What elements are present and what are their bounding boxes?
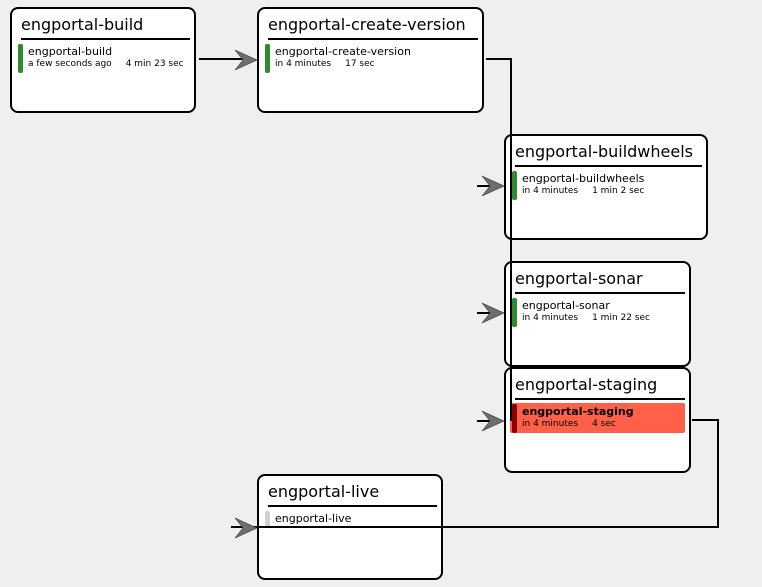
job-name[interactable]: engportal-build [28, 45, 113, 58]
job-meta: in 4 minutes 1 min 22 sec [522, 312, 681, 325]
job-meta: in 4 minutes 1 min 2 sec [522, 185, 698, 198]
job-when: in 4 minutes [522, 186, 579, 196]
stage-engportal-sonar[interactable]: engportal-sonar engportal-sonar in 4 min… [504, 261, 691, 367]
arrow-into-sonar [481, 302, 505, 324]
stage-engportal-staging[interactable]: engportal-staging engportal-staging in 4… [504, 367, 691, 473]
stage-title: engportal-build [21, 15, 190, 40]
job-engportal-build[interactable]: engportal-build a few seconds ago 4 min 2… [16, 43, 190, 73]
arrow-into-create-version [234, 49, 258, 71]
job-name[interactable]: engportal-sonar [522, 299, 610, 312]
stage-title: engportal-buildwheels [515, 142, 702, 167]
status-bar [512, 171, 517, 200]
job-when: in 4 minutes [522, 419, 579, 429]
arrow-into-staging [481, 410, 505, 432]
job-engportal-staging[interactable]: engportal-staging in 4 minutes 4 sec [510, 403, 685, 433]
status-bar [18, 44, 23, 73]
status-bar [265, 44, 270, 73]
job-duration: 1 min 2 sec [592, 186, 645, 196]
job-name[interactable]: engportal-create-version [275, 45, 411, 58]
job-meta: a few seconds ago 4 min 23 sec [28, 58, 186, 71]
stage-engportal-live[interactable]: engportal-live engportal-live [257, 474, 443, 580]
job-duration: 17 sec [345, 59, 375, 69]
stage-engportal-buildwheels[interactable]: engportal-buildwheels engportal-buildwhe… [504, 134, 708, 240]
job-duration: 1 min 22 sec [592, 313, 651, 323]
job-engportal-live[interactable]: engportal-live [263, 510, 437, 528]
stage-title: engportal-sonar [515, 269, 685, 294]
job-duration: 4 min 23 sec [125, 59, 184, 69]
status-bar [265, 511, 270, 528]
arrow-into-buildwheels [481, 175, 505, 197]
stage-engportal-create-version[interactable]: engportal-create-version engportal-creat… [257, 7, 484, 113]
job-duration: 4 sec [592, 419, 616, 429]
job-engportal-sonar[interactable]: engportal-sonar in 4 minutes 1 min 22 sec [510, 297, 685, 327]
job-meta: in 4 minutes 17 sec [275, 58, 474, 71]
job-when: a few seconds ago [28, 59, 112, 69]
stage-title: engportal-live [268, 482, 437, 507]
job-when: in 4 minutes [522, 313, 579, 323]
status-bar [512, 298, 517, 327]
connector-create-version-trunk [486, 58, 512, 421]
job-when: in 4 minutes [275, 59, 332, 69]
job-name[interactable]: engportal-buildwheels [522, 172, 645, 185]
job-engportal-create-version[interactable]: engportal-create-version in 4 minutes 17 … [263, 43, 478, 73]
connector-arrowheads [234, 49, 505, 539]
job-meta: in 4 minutes 4 sec [522, 418, 681, 431]
stage-title: engportal-create-version [268, 15, 478, 40]
stage-title: engportal-staging [515, 375, 685, 400]
job-engportal-buildwheels[interactable]: engportal-buildwheels in 4 minutes 1 min … [510, 170, 702, 200]
arrow-into-live [234, 517, 258, 539]
stage-engportal-build[interactable]: engportal-build engportal-build a few se… [10, 7, 196, 113]
job-name[interactable]: engportal-staging [522, 405, 634, 418]
status-bar [512, 404, 517, 433]
job-name[interactable]: engportal-live [275, 512, 352, 525]
